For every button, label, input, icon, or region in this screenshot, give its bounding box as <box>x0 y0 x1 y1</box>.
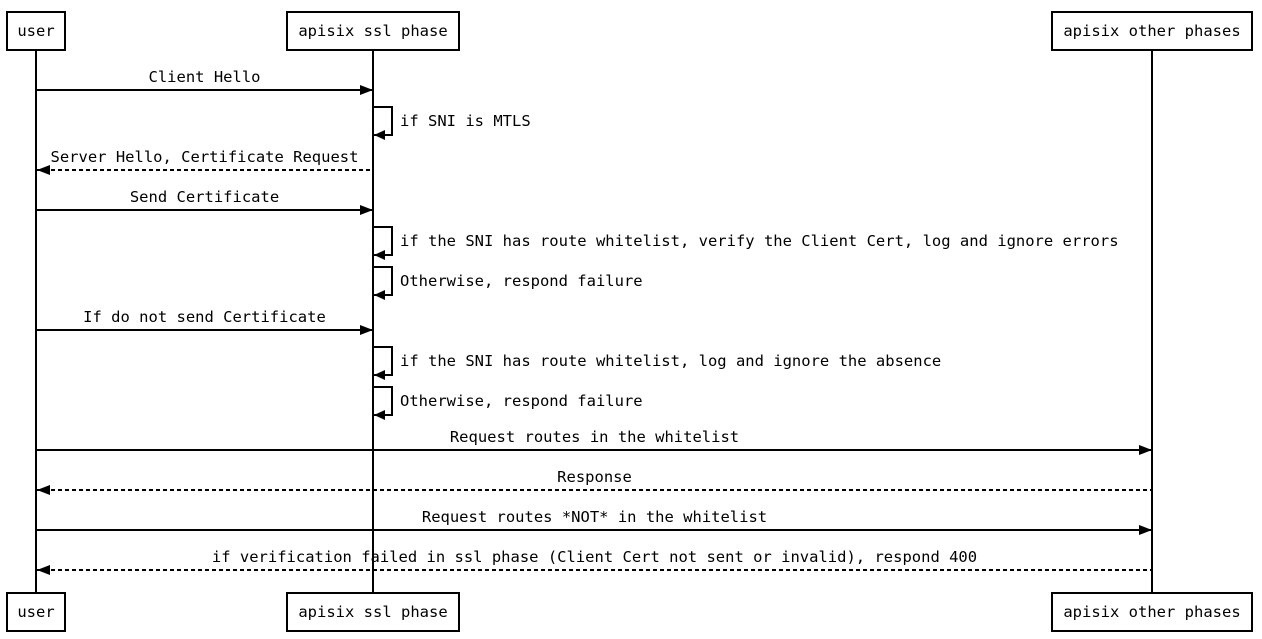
message-line <box>37 329 372 331</box>
message-label-request-routes-not-in-whitelist: Request routes *NOT* in the whitelist <box>421 508 768 526</box>
message-label-respond-400: if verification failed in ssl phase (Cli… <box>211 548 978 566</box>
arrowhead-left <box>37 485 50 495</box>
actor-apisix-ssl-phase-bottom: apisix ssl phase <box>286 592 460 632</box>
message-line <box>37 449 1151 451</box>
lifeline-apisix-other-phases <box>1151 51 1153 592</box>
actor-label: user <box>17 603 55 621</box>
actor-label: user <box>17 22 55 40</box>
message-line <box>37 489 1151 491</box>
message-label-server-hello: Server Hello, Certificate Request <box>50 148 359 166</box>
arrowhead-left <box>374 290 385 300</box>
message-label-client-hello: Client Hello <box>148 68 261 86</box>
message-line <box>37 529 1151 531</box>
actor-label: apisix other phases <box>1063 22 1241 40</box>
actor-label: apisix other phases <box>1063 603 1241 621</box>
message-label-if-do-not-send-certificate: If do not send Certificate <box>83 308 326 326</box>
message-label-if-sni-is-mtls: if SNI is MTLS <box>400 112 531 130</box>
lifeline-user <box>35 51 37 592</box>
lifeline-apisix-ssl-phase <box>372 51 374 592</box>
arrowhead-left <box>37 565 50 575</box>
message-label-send-certificate: Send Certificate <box>129 188 280 206</box>
arrowhead-left <box>374 410 385 420</box>
actor-user-bottom: user <box>6 592 66 632</box>
message-label-response: Response <box>557 468 632 486</box>
message-label-otherwise-respond-failure-2: Otherwise, respond failure <box>400 392 643 410</box>
arrowhead-left <box>37 165 50 175</box>
arrowhead-left <box>374 130 385 140</box>
message-label-request-routes-in-whitelist: Request routes in the whitelist <box>449 428 740 446</box>
arrowhead-left <box>374 250 385 260</box>
actor-user-top: user <box>6 11 66 51</box>
arrowhead-right <box>360 205 373 215</box>
actor-apisix-other-phases-bottom: apisix other phases <box>1051 592 1253 632</box>
message-line <box>37 169 372 171</box>
actor-label: apisix ssl phase <box>298 603 448 621</box>
message-line <box>37 89 372 91</box>
message-label-otherwise-respond-failure-1: Otherwise, respond failure <box>400 272 643 290</box>
actor-apisix-other-phases-top: apisix other phases <box>1051 11 1253 51</box>
arrowhead-left <box>374 370 385 380</box>
message-line <box>37 569 1151 571</box>
actor-apisix-ssl-phase-top: apisix ssl phase <box>286 11 460 51</box>
arrowhead-right <box>1139 525 1152 535</box>
arrowhead-right <box>360 325 373 335</box>
arrowhead-right <box>360 85 373 95</box>
message-label-log-and-ignore-absence: if the SNI has route whitelist, log and … <box>400 352 942 370</box>
actor-label: apisix ssl phase <box>298 22 448 40</box>
message-line <box>37 209 372 211</box>
arrowhead-right <box>1139 445 1152 455</box>
message-label-verify-client-cert: if the SNI has route whitelist, verify t… <box>400 232 1119 250</box>
